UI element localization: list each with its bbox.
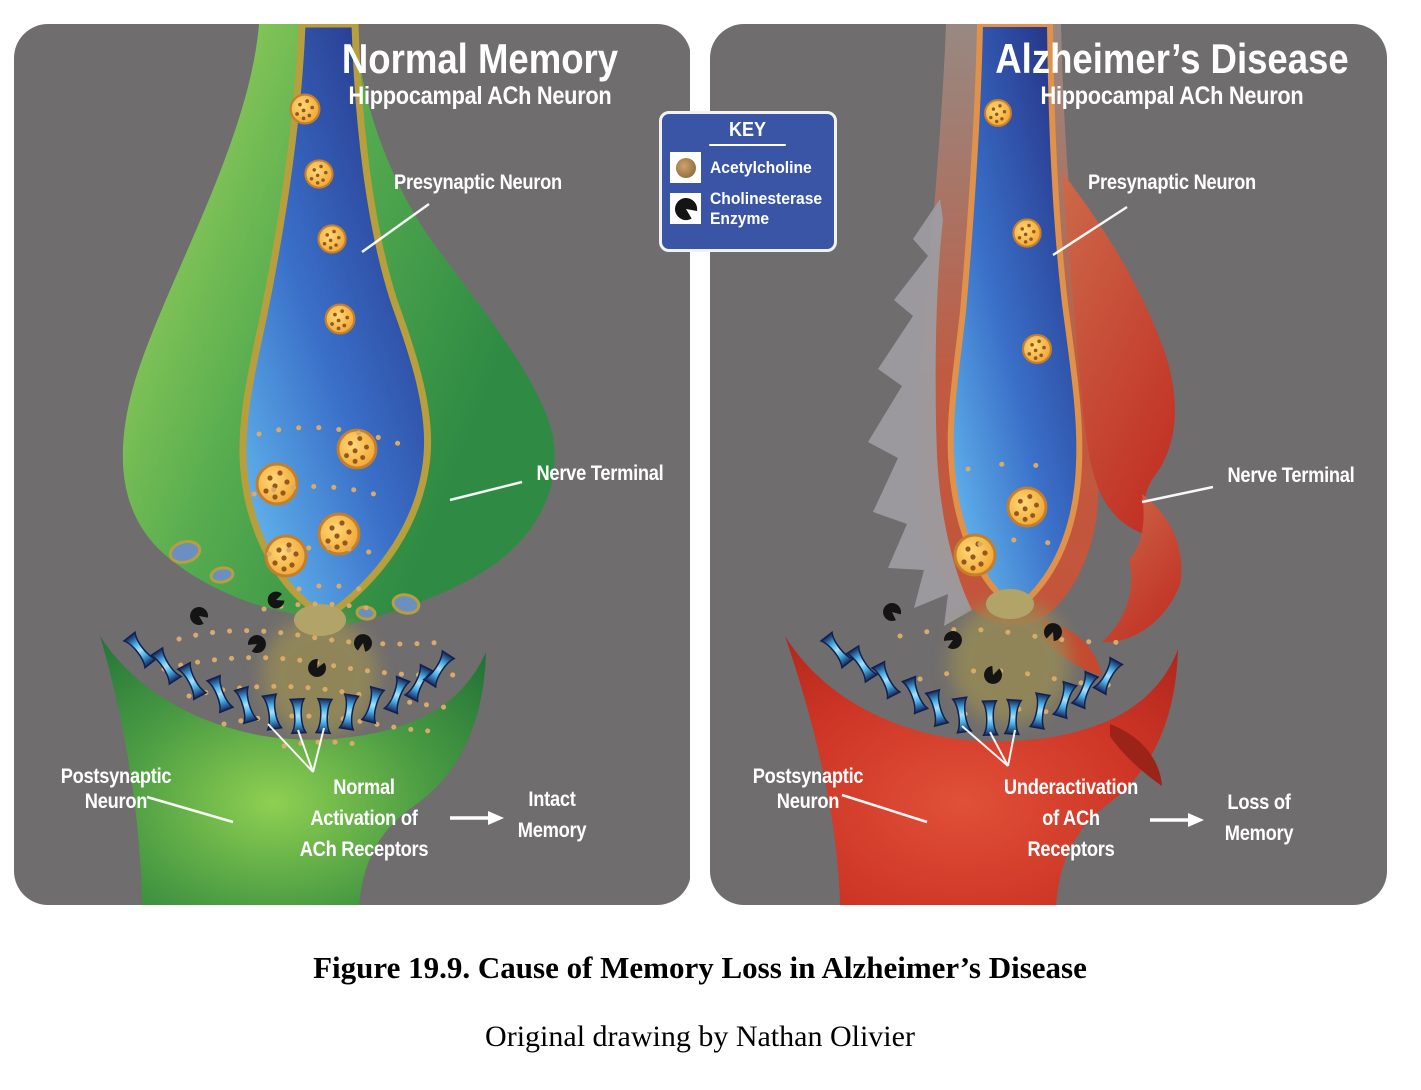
receptor-state-line: Activation of [310,807,418,830]
acetylcholine-icon [670,152,701,183]
figure-caption: Figure 19.9. Cause of Memory Loss in Alz… [313,950,1087,985]
postsynaptic-inner-shadow [1110,724,1162,786]
key-label: Cholinesterase Enzyme [710,189,823,228]
vesicle-fusion-bump [986,589,1034,619]
postsynaptic-neuron-body [100,636,486,905]
inflamed-tissue-flame [1062,172,1175,536]
key-title: KEY [709,119,787,146]
label-receptor-state: Underactivation of ACh Receptors [984,772,1158,865]
outcome-arrow [450,811,504,825]
receptor-state-line: Receptors [1027,838,1115,861]
panel-title: Alzheimer’s Disease [995,35,1349,82]
key-box: KEY Acetylcholine Cholinesterase Enzyme [659,111,837,252]
receptor-callout-lines [267,723,325,773]
alzheimers-neuron-illustration [785,24,1214,905]
acetylcholine-molecules-terminal [251,425,417,593]
label-postsynaptic-neuron: Postsynaptic Neuron [60,765,172,814]
receptor-callout-lines [961,725,1016,767]
outcome-arrow [1150,813,1204,827]
outcome-line: Memory [1224,822,1294,845]
panel-normal-memory: Normal Memory Hippocampal ACh Neuron Pre… [14,24,691,905]
panel-subtitle: Hippocampal ACh Neuron [348,82,612,110]
receptor-state-line: Normal [333,776,395,799]
key-row-acetylcholine: Acetylcholine [662,146,834,183]
label-outcome: Intact Memory [500,784,604,846]
panel-subtitle: Hippocampal ACh Neuron [1040,82,1304,110]
acetylcholine-molecules-terminal [965,461,1061,547]
degenerated-tissue-gray [868,199,972,626]
figure-credit: Original drawing by Nathan Olivier [485,1020,915,1053]
panel-title: Normal Memory [341,35,619,82]
receptor-state-line: ACh Receptors [299,838,429,861]
inflamed-tissue-hook [1102,494,1182,643]
label-presynaptic-neuron: Presynaptic Neuron [394,171,562,194]
label-postsynaptic-neuron: Postsynaptic Neuron [752,765,864,814]
pointer-lines [841,205,1214,824]
label-presynaptic-neuron: Presynaptic Neuron [1088,171,1256,194]
outcome-line: Loss of [1227,791,1291,814]
receptor-state-line: Underactivation [1003,776,1139,799]
cholinesterase-icon [670,193,701,225]
normal-neuron-illustration [100,24,555,905]
vesicle-fusion-bump [294,604,346,636]
endosome-ovals [168,540,421,621]
key-label: Acetylcholine [710,157,812,177]
outcome-line: Intact [528,788,576,811]
key-row-cholinesterase: Cholinesterase Enzyme [662,183,834,228]
key-title-wrap: KEY [662,119,834,146]
acetylcholine-molecules-cleft [161,601,472,749]
pointer-lines [146,202,523,824]
label-outcome: Loss of Memory [1207,787,1311,849]
label-receptor-state: Normal Activation of ACh Receptors [277,772,451,865]
postsynaptic-neuron-body [785,636,1178,905]
label-nerve-terminal: Nerve Terminal [1227,464,1355,487]
receptor-state-line: of ACh [1042,807,1100,830]
label-nerve-terminal: Nerve Terminal [536,462,664,485]
outcome-line: Memory [517,819,587,842]
